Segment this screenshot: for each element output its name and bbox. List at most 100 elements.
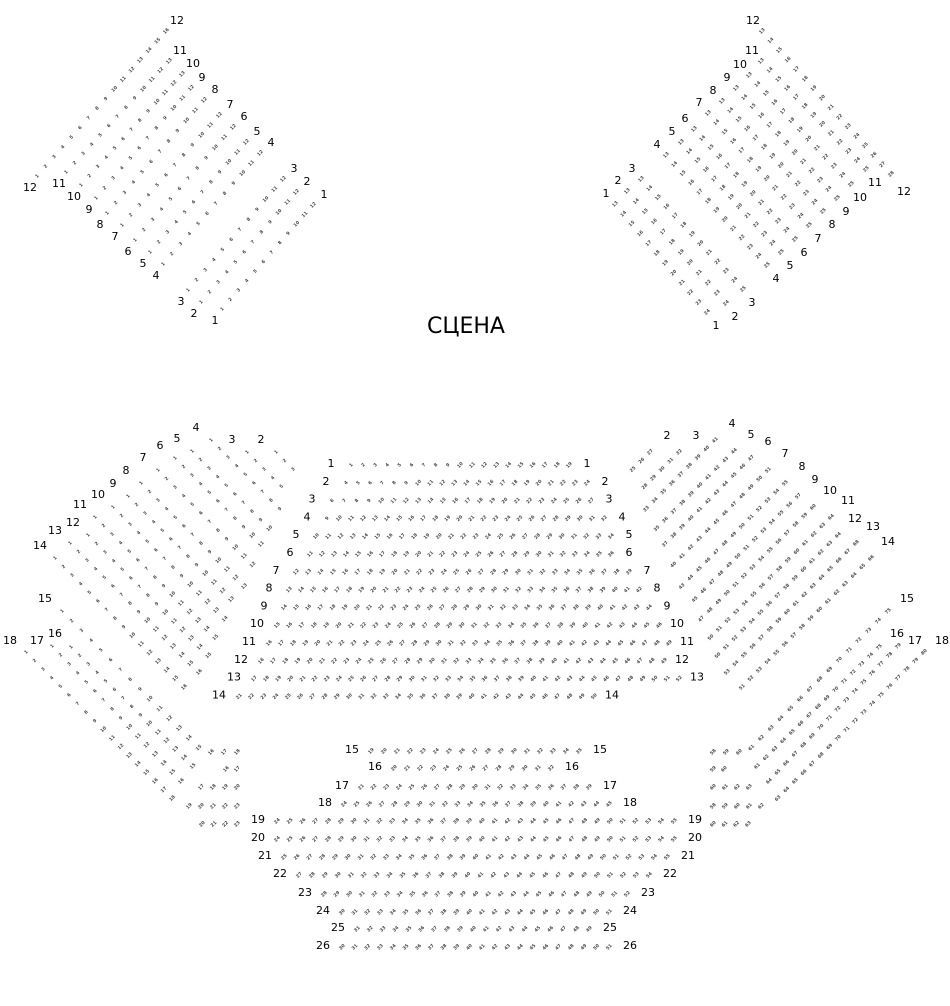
seat[interactable]: 11 (301, 210, 310, 219)
seat[interactable]: 44 (516, 943, 525, 952)
seat[interactable]: 28 (320, 890, 329, 899)
seat[interactable]: 39 (694, 453, 703, 462)
seat[interactable]: 50 (599, 853, 608, 862)
seat[interactable]: 68 (816, 675, 825, 684)
seat[interactable]: 21 (513, 497, 522, 506)
seat[interactable]: 10 (125, 723, 134, 732)
seat[interactable]: 11 (170, 617, 179, 626)
seat[interactable]: 1 (52, 555, 59, 562)
seat[interactable]: 3 (85, 661, 92, 668)
seat[interactable]: 1 (348, 462, 355, 469)
seat[interactable]: 18 (704, 197, 713, 206)
seat[interactable]: 15 (142, 768, 151, 777)
seat[interactable]: 46 (541, 908, 550, 917)
seat[interactable]: 35 (479, 800, 488, 809)
seat[interactable]: 27 (878, 160, 887, 169)
seat[interactable]: 6 (92, 688, 99, 695)
seat[interactable]: 11 (324, 532, 333, 541)
seat[interactable]: 35 (595, 550, 604, 559)
seat[interactable]: 20 (197, 802, 206, 811)
seat[interactable]: 51 (610, 890, 619, 899)
seat[interactable]: 25 (516, 514, 525, 523)
seat[interactable]: 35 (659, 488, 668, 497)
seat[interactable]: 13 (212, 606, 221, 615)
seat[interactable]: 22 (394, 586, 403, 595)
seat[interactable]: 10 (456, 461, 465, 470)
seat[interactable]: 3 (261, 466, 268, 473)
seat[interactable]: 51 (619, 835, 628, 844)
seat[interactable]: 39 (538, 657, 547, 666)
seat[interactable]: 21 (678, 278, 687, 287)
seat[interactable]: 19 (796, 125, 805, 134)
seat[interactable]: 10 (201, 569, 210, 578)
seat[interactable]: 27 (471, 747, 480, 756)
seat[interactable]: 40 (471, 890, 480, 899)
seat[interactable]: 23 (372, 621, 381, 630)
seat[interactable]: 5 (159, 527, 166, 534)
seat[interactable]: 20 (818, 94, 827, 103)
seat[interactable]: 38 (443, 925, 452, 934)
seat[interactable]: 9 (103, 96, 110, 103)
seat[interactable]: 15 (395, 514, 404, 523)
seat[interactable]: 39 (465, 817, 474, 826)
seat[interactable]: 18 (760, 143, 769, 152)
seat[interactable]: 12 (200, 96, 209, 105)
seat[interactable]: 36 (548, 603, 557, 612)
seat[interactable]: 11 (240, 552, 249, 561)
seat[interactable]: 1 (119, 222, 126, 229)
seat[interactable]: 9 (118, 715, 125, 722)
seat[interactable]: 12 (232, 574, 241, 583)
seat[interactable]: 7 (145, 135, 152, 142)
seat[interactable]: 15 (654, 193, 663, 202)
seat[interactable]: 5 (119, 566, 126, 573)
seat[interactable]: 33 (571, 550, 580, 559)
seat[interactable]: 7 (237, 227, 244, 234)
seat[interactable]: 30 (521, 764, 530, 773)
seat[interactable]: 12 (128, 66, 137, 75)
seat[interactable]: 27 (311, 835, 320, 844)
seat[interactable]: 1 (208, 437, 215, 444)
seat[interactable]: 13 (330, 550, 339, 559)
seat[interactable]: 41 (491, 817, 500, 826)
seat[interactable]: 34 (396, 890, 405, 899)
seat[interactable]: 27 (398, 639, 407, 648)
seat[interactable]: 20 (735, 202, 744, 211)
seat[interactable]: 18 (262, 675, 271, 684)
seat[interactable]: 5 (103, 678, 110, 685)
seat[interactable]: 60 (709, 820, 718, 829)
seat[interactable]: 7 (241, 500, 248, 507)
seat[interactable]: 1 (172, 455, 179, 462)
seat[interactable]: 18 (679, 221, 688, 230)
seat[interactable]: 20 (353, 603, 362, 612)
seat[interactable]: 41 (593, 621, 602, 630)
seat[interactable]: 18 (366, 568, 375, 577)
seat[interactable]: 10 (262, 195, 271, 204)
seat[interactable]: 33 (373, 871, 382, 880)
seat[interactable]: 14 (134, 760, 143, 769)
seat[interactable]: 35 (535, 603, 544, 612)
seat[interactable]: 72 (855, 636, 864, 645)
seat[interactable]: 35 (495, 639, 504, 648)
seat[interactable]: 13 (304, 568, 313, 577)
seat[interactable]: 27 (438, 603, 447, 612)
seat[interactable]: 10 (168, 590, 177, 599)
seat[interactable]: 29 (403, 800, 412, 809)
seat[interactable]: 15 (749, 102, 758, 111)
seat[interactable]: 14 (427, 497, 436, 506)
seat[interactable]: 48 (626, 675, 635, 684)
seat[interactable]: 15 (189, 762, 198, 771)
seat[interactable]: 24 (442, 764, 451, 773)
seat[interactable]: 13 (169, 642, 178, 651)
seat[interactable]: 18 (289, 639, 298, 648)
seat[interactable]: 45 (611, 657, 620, 666)
seat[interactable]: 4 (118, 540, 125, 547)
seat[interactable]: 53 (637, 853, 646, 862)
seat[interactable]: 14 (726, 106, 735, 115)
seat[interactable]: 13 (414, 497, 423, 506)
seat[interactable]: 2 (164, 476, 171, 483)
seat[interactable]: 42 (495, 925, 504, 934)
seat[interactable]: 37 (661, 540, 670, 549)
seat[interactable]: 27 (421, 621, 430, 630)
seat[interactable]: 45 (535, 853, 544, 862)
seat[interactable]: 9 (366, 498, 373, 505)
